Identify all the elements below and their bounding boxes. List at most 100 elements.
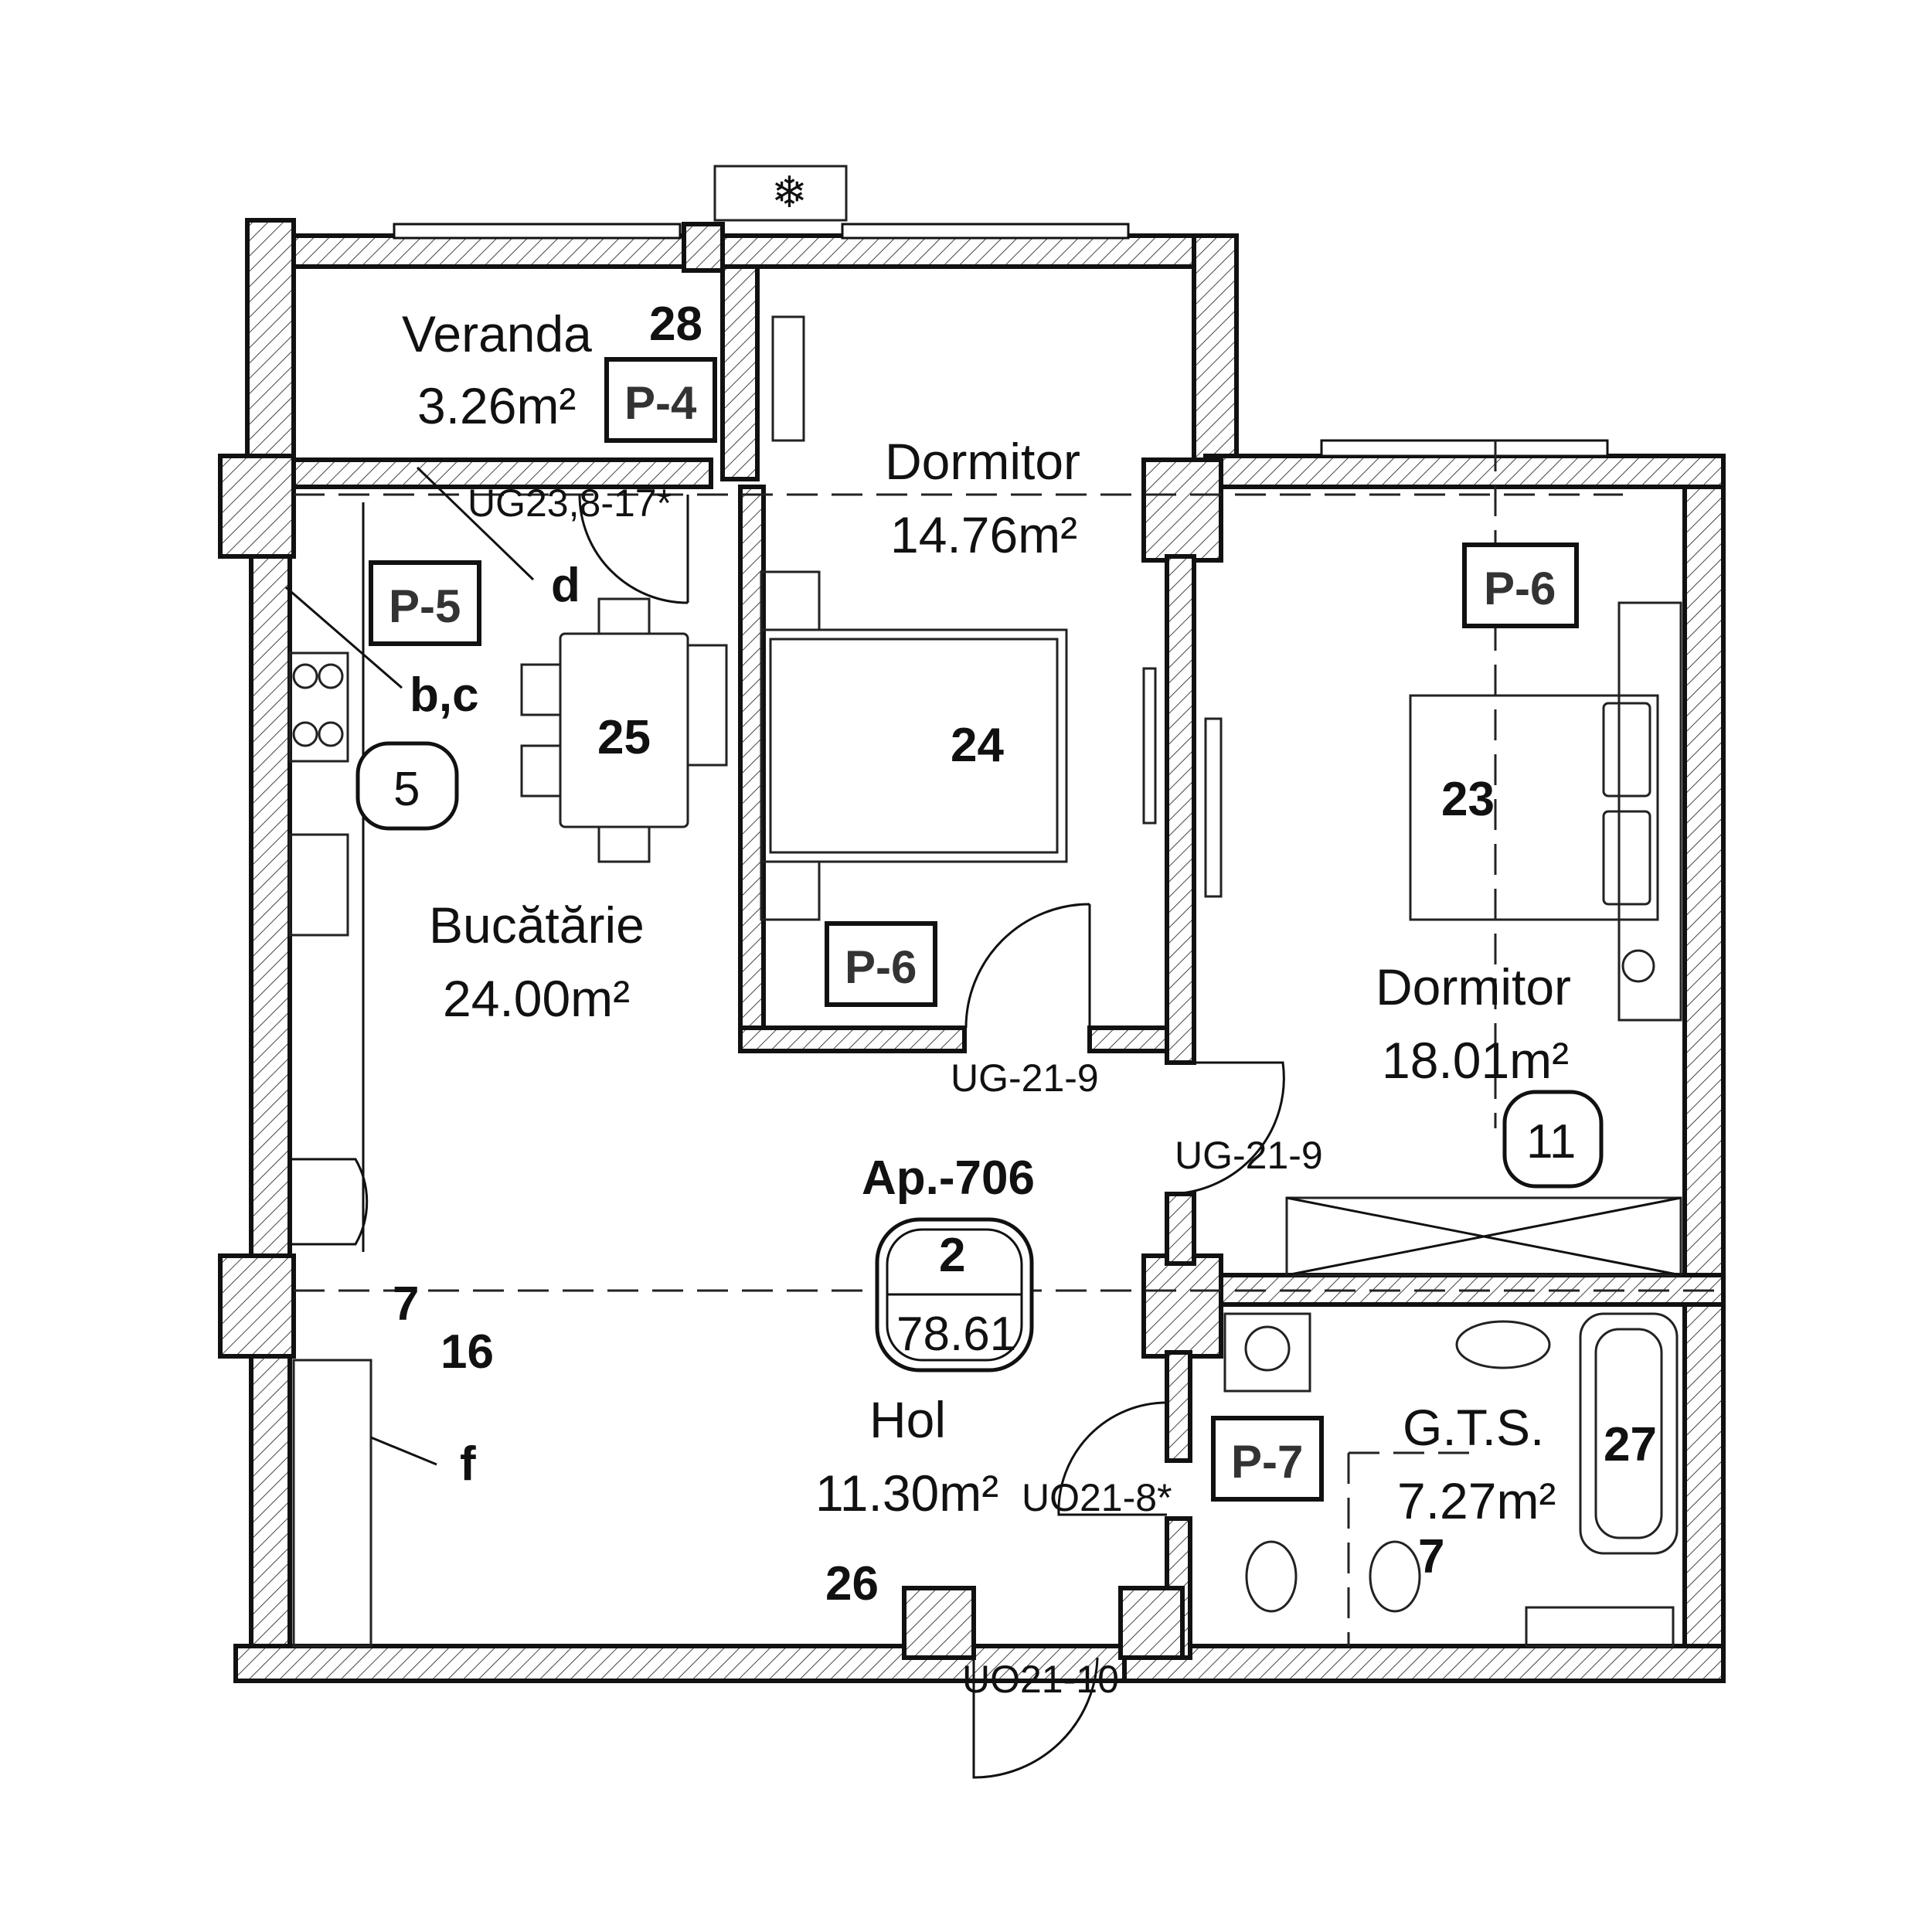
right-wall-upper <box>1192 233 1239 462</box>
circle-tag-11: 11 <box>1526 1115 1576 1168</box>
pillow-a <box>1602 702 1651 798</box>
leader-bc <box>285 586 403 689</box>
stove-icon <box>288 651 349 763</box>
wall-dormitor-right <box>1165 554 1196 1065</box>
door-dormitor-small <box>964 903 1091 1029</box>
room-area-veranda: 3.26m² <box>417 377 576 434</box>
room-name-hol: Hol <box>869 1391 946 1448</box>
wardrobe-bottom <box>1285 1196 1682 1277</box>
window-dormitor-right <box>1320 439 1609 457</box>
tag-box-p4 <box>604 357 717 443</box>
burner-2 <box>318 663 344 689</box>
circle-tag-5: 5 <box>393 763 420 816</box>
door-label-ug23: UG23,8-17* <box>468 481 672 525</box>
tag-p6-small: P-6 <box>845 941 917 993</box>
callout-lines <box>285 466 535 1466</box>
wall-gts-left-a <box>1165 1350 1192 1463</box>
bed-inner <box>769 638 1059 854</box>
room-name-gts: G.T.S. <box>1403 1399 1544 1456</box>
wall-mid-right <box>1165 1192 1196 1266</box>
tag-boxes <box>355 357 1604 1502</box>
room-area-bucatarie: 24.00m² <box>443 970 630 1027</box>
nightstand-bottom <box>760 860 821 921</box>
sink-icon <box>288 833 349 937</box>
door-label-uo21-8: UO21-8* <box>1022 1476 1172 1519</box>
door-dormitor-large <box>1166 1061 1285 1196</box>
tag-p5: P-5 <box>389 580 461 632</box>
snowflake-icon: ❄ <box>771 168 808 216</box>
tag-box-p7 <box>1211 1416 1324 1502</box>
tag-p7: P-7 <box>1231 1436 1303 1488</box>
item-25: 25 <box>597 711 651 764</box>
door-entry <box>972 1657 1099 1779</box>
columns <box>218 222 1223 1359</box>
burner-4 <box>318 721 344 747</box>
toilet-icon <box>1245 1540 1298 1613</box>
door-label-ug21-side: UG-21-9 <box>1175 1134 1323 1177</box>
item-7-left: 7 <box>393 1277 419 1331</box>
room-name-veranda: Veranda <box>402 305 592 362</box>
apartment-area: 78.61 <box>896 1308 1016 1361</box>
wall-veranda-right <box>720 264 760 481</box>
pillow-b <box>1602 810 1651 906</box>
boiler <box>1525 1606 1675 1648</box>
item-27: 27 <box>1604 1418 1657 1471</box>
room-name-bucatarie: Bucătărie <box>429 896 645 954</box>
entry-jamb-right <box>1118 1586 1185 1660</box>
bathtub-icon <box>1579 1312 1679 1555</box>
nightstand-top <box>760 570 821 631</box>
washing-machine-icon <box>1223 1312 1311 1393</box>
door-label-uo21-10: UO21-10 <box>962 1658 1119 1701</box>
left-wall <box>249 461 292 1656</box>
headboard <box>1617 601 1682 1022</box>
column-top-mid <box>1141 457 1223 563</box>
wardrobe-small <box>1142 667 1157 825</box>
circle-tag-box-5 <box>355 741 459 831</box>
tag-box-p5 <box>369 560 481 646</box>
room-area-dormitor-large: 18.01m² <box>1382 1032 1569 1089</box>
bed-large <box>1409 694 1659 921</box>
room-area-dormitor-small: 14.76m² <box>890 506 1077 563</box>
washbasin <box>1455 1320 1551 1369</box>
callout-d: d <box>551 559 580 612</box>
chair-top <box>597 597 651 635</box>
chair-left-b <box>520 744 562 798</box>
top-wall <box>245 233 1239 269</box>
burner-3 <box>292 721 318 747</box>
room-name-dormitor-large: Dormitor <box>1376 958 1571 1015</box>
callout-bc: b,c <box>410 668 479 722</box>
chair-left-a <box>520 663 562 716</box>
door-gts <box>1057 1401 1168 1516</box>
chair-bottom <box>597 825 651 863</box>
tag-p4: P-4 <box>624 377 697 429</box>
right-wall <box>1682 485 1726 1672</box>
bottom-wall-left <box>233 1644 1173 1683</box>
bottom-wall-right <box>1122 1644 1726 1683</box>
fridge <box>288 1158 369 1246</box>
bidet <box>1369 1540 1421 1613</box>
wardrobe-large <box>1204 717 1223 898</box>
item-26: 26 <box>825 1557 879 1611</box>
column-top-left <box>218 454 296 559</box>
exterior-walls <box>233 218 1726 1683</box>
bathtub-inner <box>1594 1328 1663 1539</box>
text-labels: Veranda 3.26m² Dormitor 14.76m² Bucătări… <box>389 298 1657 1701</box>
bed-icon <box>760 628 1068 863</box>
apartment-rooms: 2 <box>939 1229 965 1282</box>
entry-jamb-left <box>902 1586 976 1660</box>
tag-box-p6-large <box>1462 543 1579 628</box>
column-veranda <box>682 222 725 273</box>
circle-tag-box-11 <box>1502 1090 1604 1189</box>
room-area-gts: 7.27m² <box>1397 1472 1556 1529</box>
column-mid-right <box>1141 1253 1223 1359</box>
radiator-dormitor <box>771 315 805 442</box>
column-mid-left <box>218 1253 296 1359</box>
window-veranda <box>393 223 682 240</box>
doors <box>578 494 1285 1779</box>
radiator-kitchen <box>686 644 728 767</box>
item-23: 23 <box>1441 773 1495 826</box>
apartment-name: Ap.-706 <box>862 1151 1035 1205</box>
furniture: ❄ <box>288 165 1682 1648</box>
plant-icon <box>1621 949 1655 983</box>
